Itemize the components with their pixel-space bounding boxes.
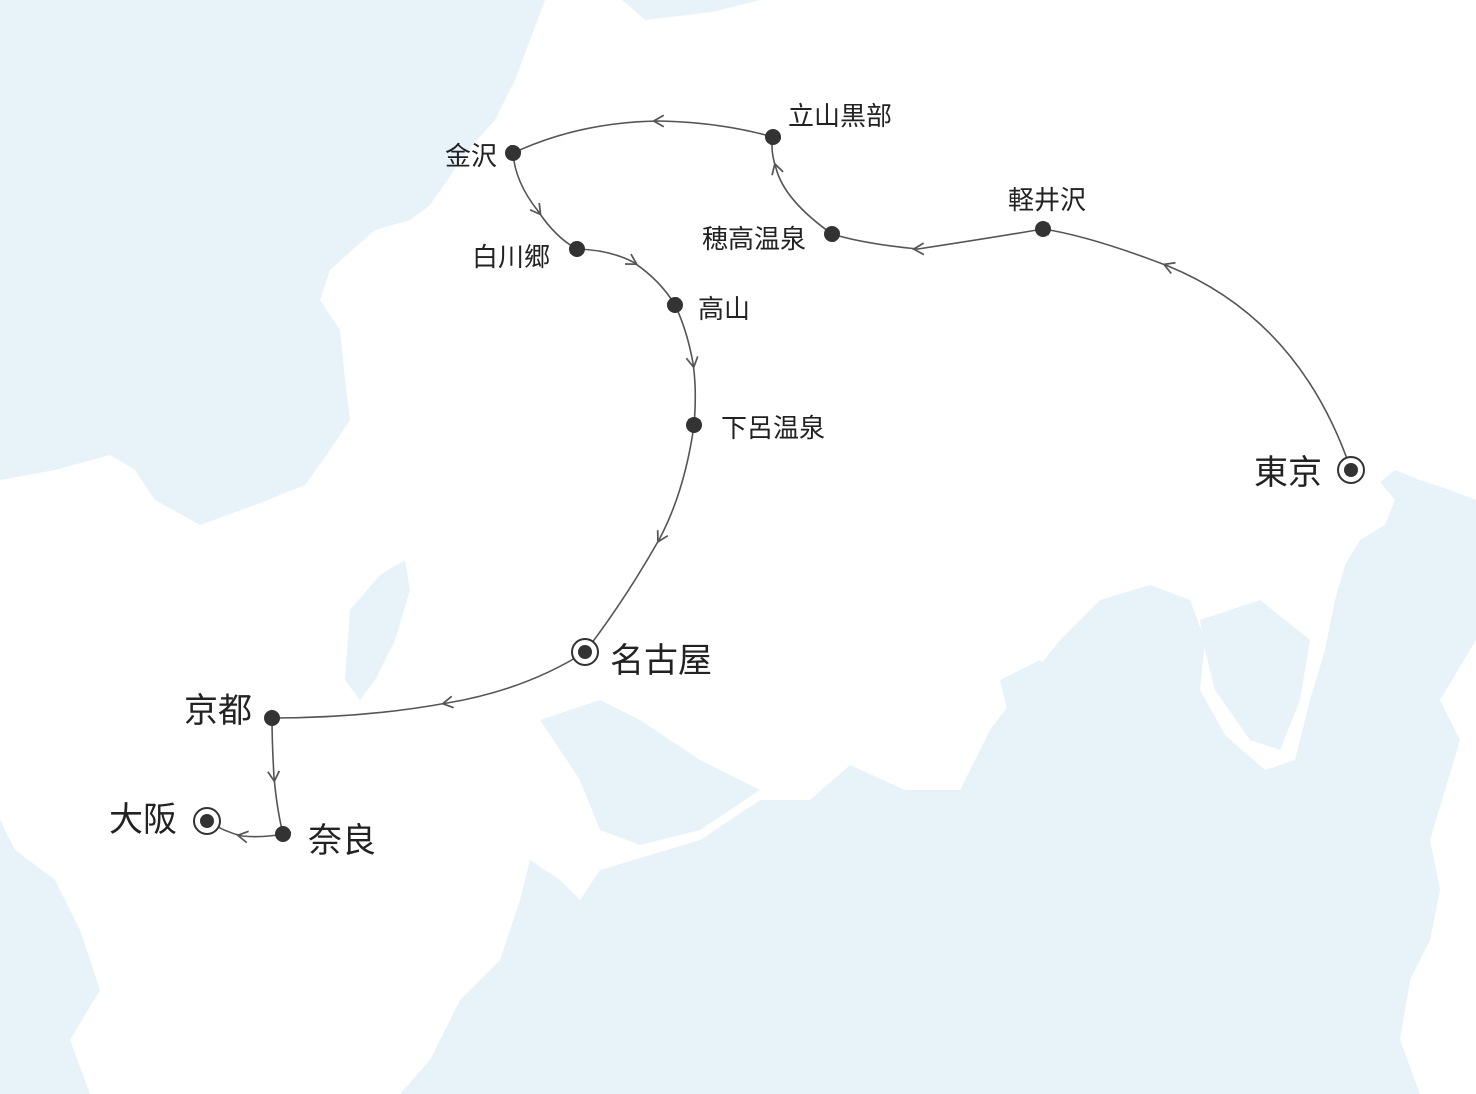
nagoya-marker[interactable] (571, 638, 599, 666)
label-takayama: 高山 (698, 295, 750, 325)
markers (193, 129, 1365, 842)
label-tokyo: 東京 (1254, 453, 1322, 493)
label-kyoto: 京都 (184, 691, 252, 731)
hotaka-marker[interactable] (824, 226, 840, 242)
shirakawago-marker[interactable] (569, 241, 585, 257)
tokyo-marker[interactable] (1337, 456, 1365, 484)
nara-marker[interactable] (275, 826, 291, 842)
label-gero: 下呂温泉 (721, 414, 825, 444)
label-karuizawa: 軽井沢 (1008, 186, 1086, 216)
label-tateyama: 立山黒部 (788, 102, 892, 132)
gero-marker[interactable] (686, 417, 702, 433)
label-kanazawa: 金沢 (445, 142, 497, 172)
label-nagoya: 名古屋 (610, 641, 712, 681)
kanazawa-marker[interactable] (505, 145, 521, 161)
osaka-marker[interactable] (193, 807, 221, 835)
label-nara: 奈良 (308, 821, 376, 861)
label-shirakawago: 白川郷 (472, 243, 550, 273)
route-line (206, 114, 1352, 844)
takayama-marker[interactable] (667, 297, 683, 313)
tateyama-marker[interactable] (765, 129, 781, 145)
kyoto-marker[interactable] (264, 710, 280, 726)
label-hotaka: 穂高温泉 (702, 225, 806, 255)
karuizawa-marker[interactable] (1035, 221, 1051, 237)
labels: 東京 軽井沢 穂高温泉 立山黒部 金沢 白川郷 高山 下呂温泉 名古屋 京都 奈… (109, 102, 1322, 861)
label-osaka: 大阪 (109, 800, 177, 840)
